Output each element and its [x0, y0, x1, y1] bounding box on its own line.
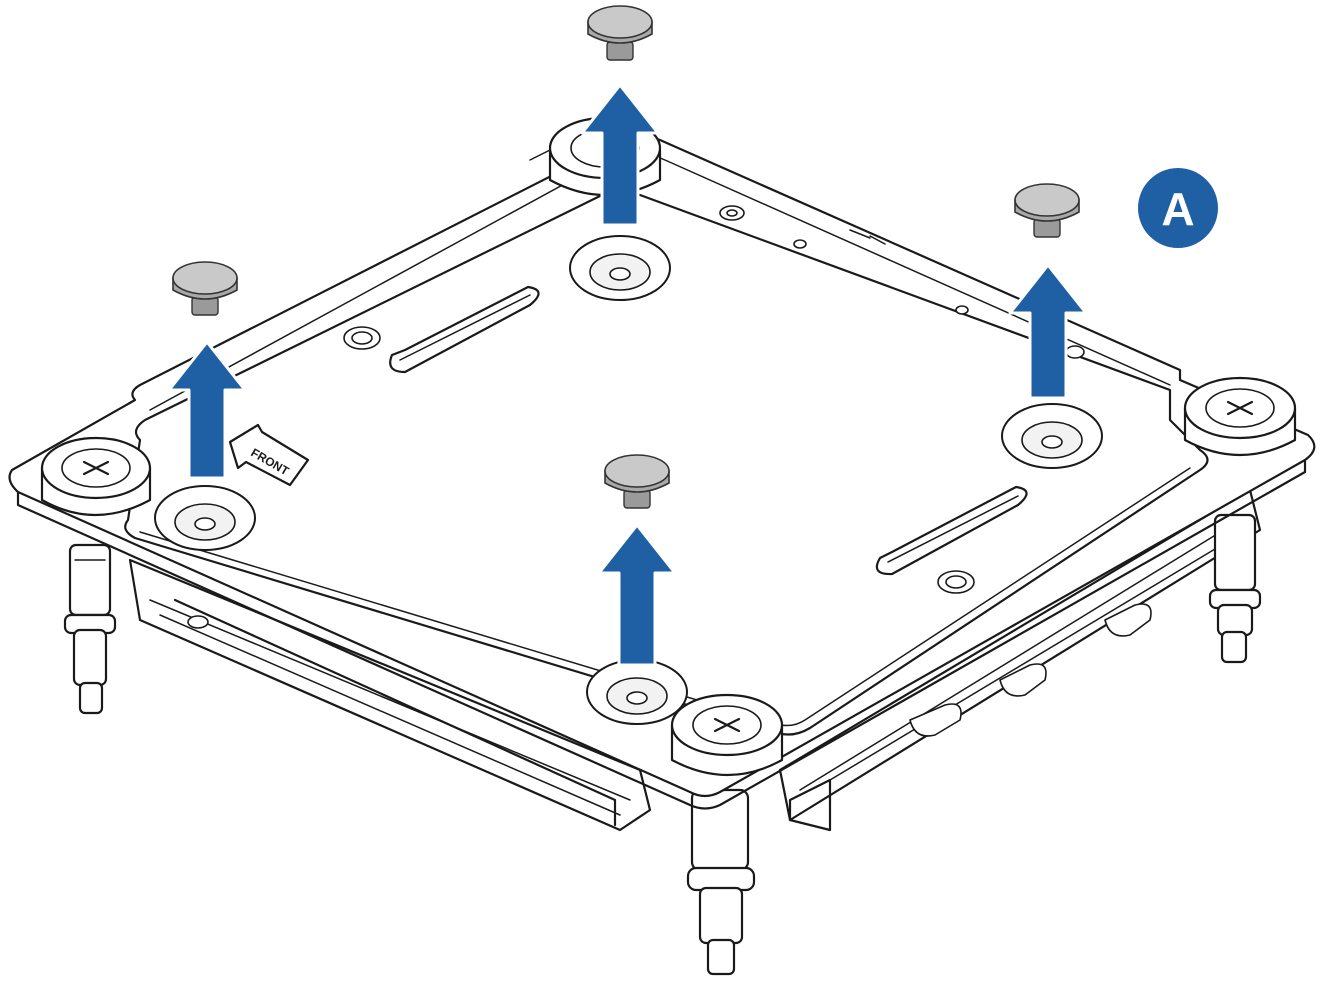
- standoff-pin-left: [63, 543, 117, 715]
- corner-screw-front: [670, 693, 784, 776]
- corner-screw-right: [1183, 376, 1297, 456]
- left-front-rail: [128, 558, 652, 832]
- arrow-up-icon-right: [1008, 263, 1088, 400]
- right-front-rail: [778, 488, 1262, 832]
- rubber-foot-left: [172, 261, 238, 316]
- arrow-up-icon-left: [167, 340, 247, 480]
- foot-receptacle-left: [154, 485, 256, 551]
- standoff-pin-front: [686, 788, 756, 976]
- rubber-foot-back: [587, 5, 653, 61]
- plate-holes: [343, 205, 1085, 594]
- arrow-up-icon-front: [597, 523, 677, 667]
- lift-arrows: [167, 83, 1088, 667]
- step-badge-icon: A: [1138, 168, 1218, 248]
- foot-receptacle-back: [569, 235, 671, 301]
- rubber-foot-front: [604, 454, 670, 509]
- standoff-pin-right: [1208, 513, 1262, 664]
- step-label: A: [1161, 183, 1194, 235]
- corner-screw-left: [40, 436, 152, 516]
- rubber-foot-right: [1014, 183, 1080, 238]
- plate-slots: [389, 285, 1028, 576]
- arrow-up-icon-back: [580, 83, 660, 227]
- foot-receptacle-front: [586, 659, 688, 725]
- foot-receptacle-right: [1001, 403, 1103, 469]
